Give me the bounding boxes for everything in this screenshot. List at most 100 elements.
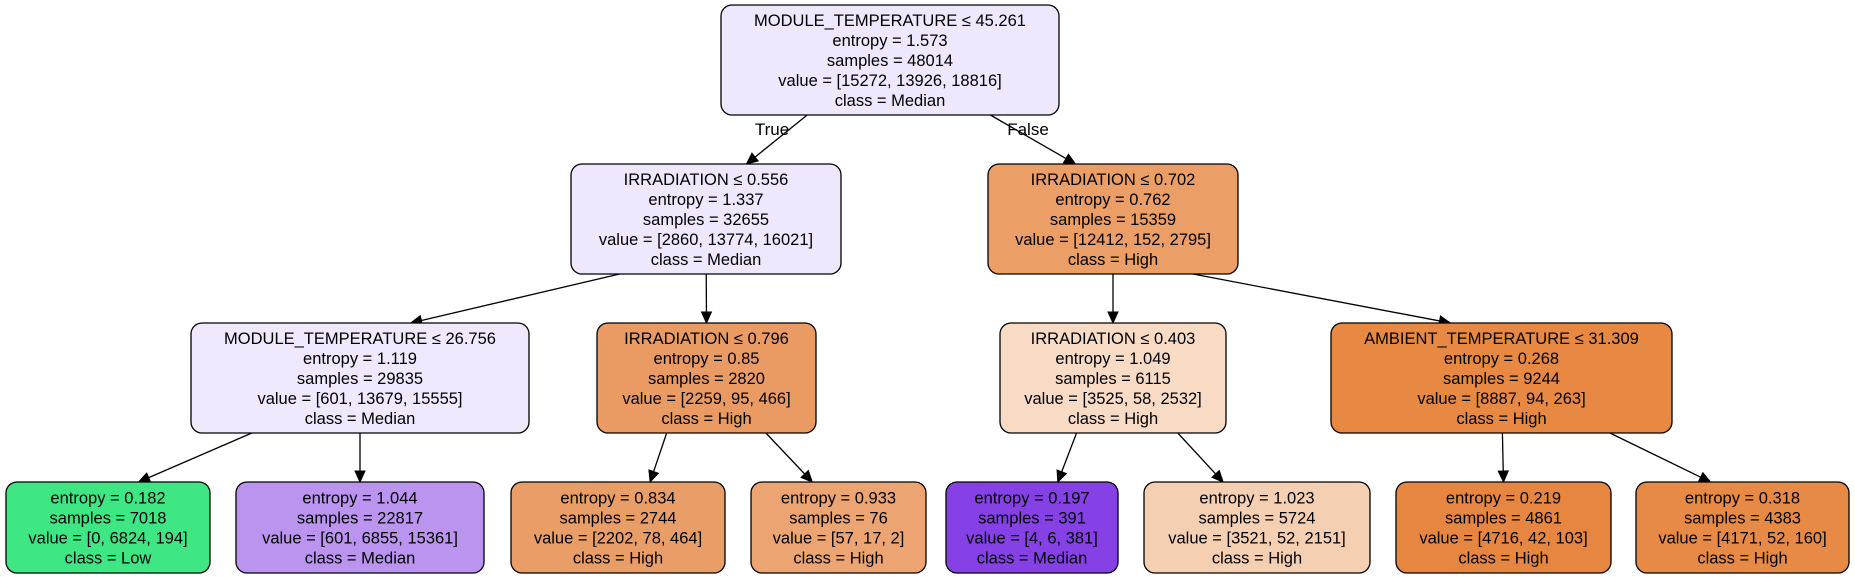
node-samples: samples = 15359 — [1050, 211, 1176, 229]
node-box — [1395, 481, 1612, 574]
node-class: class = High — [1458, 550, 1548, 568]
node-box — [570, 163, 842, 275]
arrowhead — [745, 152, 760, 165]
arrowhead — [137, 472, 152, 483]
arrowhead — [354, 470, 366, 484]
node-samples: samples = 2820 — [648, 370, 765, 388]
node-value: value = [2259, 95, 466] — [622, 390, 790, 408]
node-class: class = High — [573, 550, 663, 568]
node-entropy: entropy = 0.318 — [1685, 490, 1800, 508]
node-samples: samples = 4861 — [1445, 510, 1562, 528]
edge-n5-n12 — [1177, 432, 1217, 475]
node-class: class = High — [1212, 550, 1302, 568]
node-samples: samples = 391 — [978, 510, 1086, 528]
node-box — [596, 322, 817, 434]
node-entropy: entropy = 0.762 — [1055, 191, 1170, 209]
node-value: value = [8887, 94, 263] — [1417, 390, 1585, 408]
leaf-node-n10: entropy = 0.933 samples = 76 value = [57, … — [750, 481, 927, 574]
node-class: class = High — [1456, 410, 1546, 428]
node-box — [510, 481, 726, 574]
leaf-node-n8: entropy = 1.044 samples = 22817 value = [6… — [235, 481, 485, 574]
node-samples: samples = 2744 — [560, 510, 677, 528]
node-value: value = [15272, 13926, 18816] — [778, 72, 1001, 90]
node-entropy: entropy = 0.219 — [1446, 490, 1561, 508]
node-samples: samples = 4383 — [1684, 510, 1801, 528]
leaf-node-n11: entropy = 0.197 samples = 391 value = [4, … — [945, 481, 1119, 574]
edge-n2-n6 — [1192, 273, 1440, 322]
node-split-condition: MODULE_TEMPERATURE ≤ 45.261 — [754, 12, 1026, 30]
node-value: value = [12412, 152, 2795] — [1015, 231, 1211, 249]
node-entropy: entropy = 1.023 — [1199, 490, 1314, 508]
edge-label-true: True — [755, 120, 789, 139]
edge-n4-n10 — [765, 432, 806, 475]
arrowhead — [1056, 469, 1068, 484]
edge-n0-n1 — [754, 114, 808, 158]
node-split-condition: IRRADIATION ≤ 0.403 — [1031, 330, 1196, 348]
edge-n0-n2 — [990, 114, 1067, 160]
node-box — [5, 481, 211, 574]
node-class: class = Median — [835, 92, 946, 110]
node-entropy: entropy = 0.834 — [560, 490, 675, 508]
node-value: value = [2202, 78, 464] — [534, 530, 702, 548]
arrowhead — [1107, 311, 1119, 325]
node-value: value = [4, 6, 381] — [966, 530, 1098, 548]
node-box — [720, 4, 1060, 116]
edge-n5-n11 — [1061, 432, 1078, 472]
node-samples: samples = 5724 — [1199, 510, 1316, 528]
edge-n1-n3 — [421, 273, 620, 322]
node-entropy: entropy = 1.119 — [303, 350, 417, 368]
node-entropy: entropy = 0.197 — [974, 490, 1089, 508]
node-entropy: entropy = 1.044 — [302, 490, 417, 508]
node-value: value = [3521, 52, 2151] — [1168, 530, 1346, 548]
node-class: class = Low — [65, 550, 152, 568]
node-box — [1330, 322, 1673, 434]
node-split-condition: MODULE_TEMPERATURE ≤ 26.756 — [224, 330, 496, 348]
node-samples: samples = 22817 — [297, 510, 423, 528]
node-value: value = [601, 13679, 15555] — [257, 390, 462, 408]
node-box — [1635, 481, 1850, 574]
leaf-node-n12: entropy = 1.023 samples = 5724 value = [35… — [1143, 481, 1371, 574]
split-node-n3: MODULE_TEMPERATURE ≤ 26.756 entropy = 1.1… — [190, 322, 530, 434]
arrowhead — [1697, 471, 1712, 483]
leaf-node-n13: entropy = 0.219 samples = 4861 value = [47… — [1395, 481, 1612, 574]
node-box — [1143, 481, 1371, 574]
node-value: value = [57, 17, 2] — [773, 530, 905, 548]
arrowhead — [1062, 153, 1077, 165]
node-class: class = High — [793, 550, 883, 568]
node-entropy: entropy = 0.182 — [50, 490, 165, 508]
node-value: value = [2860, 13774, 16021] — [599, 231, 813, 249]
edge-n4-n9 — [653, 432, 668, 472]
node-box — [750, 481, 927, 574]
arrowhead — [700, 311, 713, 325]
node-class: class = Median — [305, 410, 416, 428]
node-box — [235, 481, 485, 574]
arrowhead — [1211, 469, 1224, 483]
edge-n6-n13 — [1501, 432, 1504, 472]
edge-label-false: False — [1007, 120, 1049, 139]
node-split-condition: IRRADIATION ≤ 0.556 — [624, 171, 789, 189]
node-entropy: entropy = 1.573 — [832, 32, 947, 50]
node-split-condition: IRRADIATION ≤ 0.702 — [1031, 171, 1196, 189]
node-value: value = [4716, 42, 103] — [1419, 530, 1587, 548]
split-node-n0: MODULE_TEMPERATURE ≤ 45.261 entropy = 1.5… — [720, 4, 1060, 116]
node-class: class = High — [1068, 251, 1158, 269]
node-value: value = [601, 6855, 15361] — [262, 530, 458, 548]
node-entropy: entropy = 0.933 — [781, 490, 896, 508]
node-class: class = High — [1068, 410, 1158, 428]
node-samples: samples = 32655 — [643, 211, 769, 229]
node-entropy: entropy = 1.049 — [1055, 350, 1170, 368]
node-samples: samples = 9244 — [1443, 370, 1560, 388]
node-samples: samples = 76 — [789, 510, 888, 528]
node-box — [945, 481, 1119, 574]
node-value: value = [0, 6824, 194] — [28, 530, 187, 548]
split-node-n2: IRRADIATION ≤ 0.702 entropy = 0.762 sample… — [987, 163, 1239, 275]
node-entropy: entropy = 0.268 — [1444, 350, 1559, 368]
node-samples: samples = 29835 — [297, 370, 423, 388]
